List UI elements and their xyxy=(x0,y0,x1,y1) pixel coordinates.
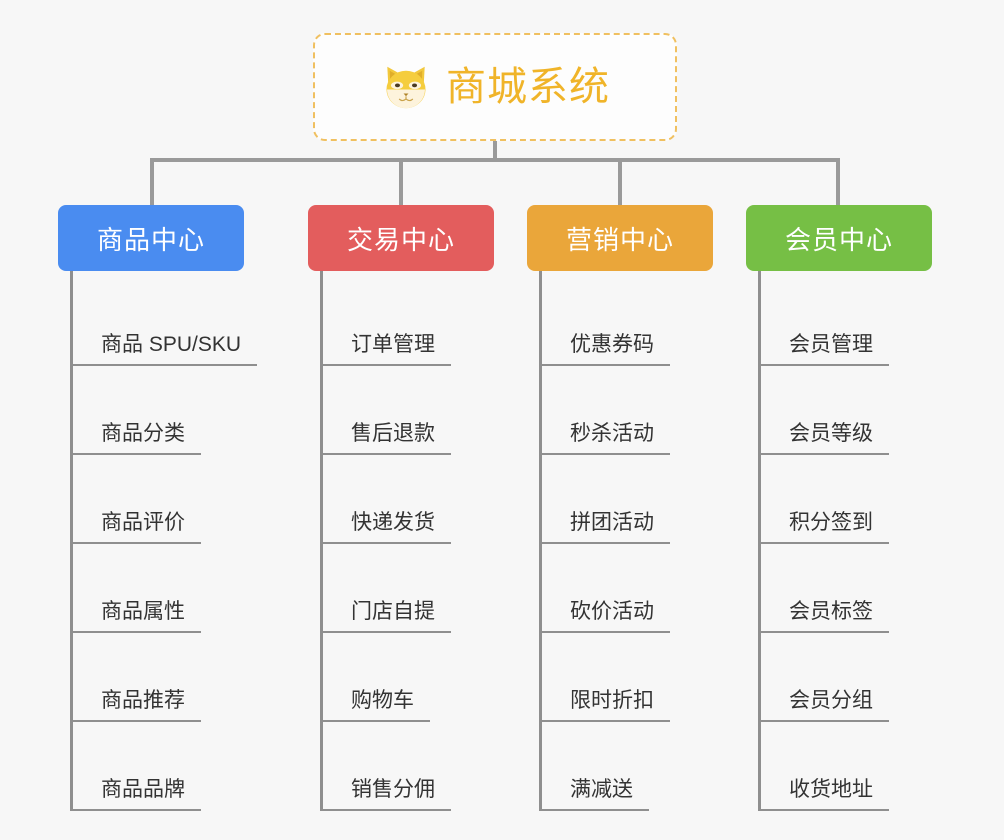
leaf-item[interactable]: 会员标签 xyxy=(761,544,932,633)
category-header-member[interactable]: 会员中心 xyxy=(746,205,932,271)
leaf-label: 售后退款 xyxy=(323,421,451,455)
shiba-dog-face-icon xyxy=(380,61,432,113)
category-column-product: 商品中心 商品 SPU/SKU 商品分类 商品评价 商品属性 商品推荐 商品品牌 xyxy=(58,205,258,811)
category-header-marketing[interactable]: 营销中心 xyxy=(527,205,713,271)
category-column-member: 会员中心 会员管理 会员等级 积分签到 会员标签 会员分组 收货地址 xyxy=(746,205,932,811)
leaf-label: 优惠券码 xyxy=(542,332,670,366)
leaf-label: 积分签到 xyxy=(761,510,889,544)
leaf-item[interactable]: 门店自提 xyxy=(323,544,494,633)
drop-connector-1 xyxy=(150,158,154,205)
leaf-label: 快递发货 xyxy=(323,510,451,544)
category-header-product[interactable]: 商品中心 xyxy=(58,205,244,271)
category-label: 营销中心 xyxy=(565,224,674,255)
category-label: 商品中心 xyxy=(96,224,205,255)
leaf-label: 秒杀活动 xyxy=(542,421,670,455)
leaf-label: 商品评价 xyxy=(73,510,201,544)
drop-connector-3 xyxy=(618,158,622,205)
category-label: 交易中心 xyxy=(346,224,455,255)
leaf-label: 拼团活动 xyxy=(542,510,670,544)
leaf-label: 商品分类 xyxy=(73,421,201,455)
leaf-item[interactable]: 商品 SPU/SKU xyxy=(73,277,258,366)
leaf-list-product: 商品 SPU/SKU 商品分类 商品评价 商品属性 商品推荐 商品品牌 xyxy=(70,271,258,811)
leaf-list-trade: 订单管理 售后退款 快递发货 门店自提 购物车 销售分佣 xyxy=(320,271,494,811)
leaf-item[interactable]: 售后退款 xyxy=(323,366,494,455)
root-stem-connector xyxy=(493,141,497,162)
leaf-label: 会员标签 xyxy=(761,599,889,633)
leaf-item[interactable]: 销售分佣 xyxy=(323,722,494,811)
category-column-trade: 交易中心 订单管理 售后退款 快递发货 门店自提 购物车 销售分佣 xyxy=(308,205,494,811)
drop-connector-4 xyxy=(836,158,840,205)
leaf-label: 砍价活动 xyxy=(542,599,670,633)
leaf-item[interactable]: 限时折扣 xyxy=(542,633,713,722)
leaf-label: 商品 SPU/SKU xyxy=(73,332,258,366)
leaf-item[interactable]: 会员等级 xyxy=(761,366,932,455)
leaf-item[interactable]: 优惠券码 xyxy=(542,277,713,366)
leaf-item[interactable]: 秒杀活动 xyxy=(542,366,713,455)
leaf-item[interactable]: 商品分类 xyxy=(73,366,244,455)
leaf-item[interactable]: 砍价活动 xyxy=(542,544,713,633)
leaf-label: 购物车 xyxy=(323,688,430,722)
leaf-item[interactable]: 会员管理 xyxy=(761,277,932,366)
leaf-list-member: 会员管理 会员等级 积分签到 会员标签 会员分组 收货地址 xyxy=(758,271,932,811)
drop-connector-2 xyxy=(399,158,403,205)
category-header-trade[interactable]: 交易中心 xyxy=(308,205,494,271)
leaf-label: 收货地址 xyxy=(761,777,889,811)
leaf-item[interactable]: 积分签到 xyxy=(761,455,932,544)
leaf-item[interactable]: 购物车 xyxy=(323,633,494,722)
leaf-list-marketing: 优惠券码 秒杀活动 拼团活动 砍价活动 限时折扣 满减送 xyxy=(539,271,713,811)
leaf-label: 商品推荐 xyxy=(73,688,201,722)
leaf-item[interactable]: 商品品牌 xyxy=(73,722,244,811)
leaf-label: 满减送 xyxy=(542,777,649,811)
leaf-item[interactable]: 商品评价 xyxy=(73,455,244,544)
leaf-label: 商品属性 xyxy=(73,599,201,633)
leaf-label: 门店自提 xyxy=(323,599,451,633)
leaf-item[interactable]: 收货地址 xyxy=(761,722,932,811)
category-label: 会员中心 xyxy=(784,224,893,255)
leaf-item[interactable]: 快递发货 xyxy=(323,455,494,544)
leaf-label: 会员等级 xyxy=(761,421,889,455)
leaf-label: 限时折扣 xyxy=(542,688,670,722)
leaf-label: 订单管理 xyxy=(323,332,451,366)
leaf-item[interactable]: 拼团活动 xyxy=(542,455,713,544)
leaf-item[interactable]: 商品属性 xyxy=(73,544,244,633)
leaf-item[interactable]: 满减送 xyxy=(542,722,713,811)
leaf-item[interactable]: 商品推荐 xyxy=(73,633,244,722)
leaf-label: 会员分组 xyxy=(761,688,889,722)
leaf-label: 销售分佣 xyxy=(323,777,451,811)
horizontal-bus-connector xyxy=(150,158,840,162)
leaf-item[interactable]: 订单管理 xyxy=(323,277,494,366)
leaf-item[interactable]: 会员分组 xyxy=(761,633,932,722)
root-title: 商城系统 xyxy=(446,65,610,109)
category-column-marketing: 营销中心 优惠券码 秒杀活动 拼团活动 砍价活动 限时折扣 满减送 xyxy=(527,205,713,811)
leaf-label: 商品品牌 xyxy=(73,777,201,811)
leaf-label: 会员管理 xyxy=(761,332,889,366)
root-node[interactable]: 商城系统 xyxy=(313,33,677,141)
